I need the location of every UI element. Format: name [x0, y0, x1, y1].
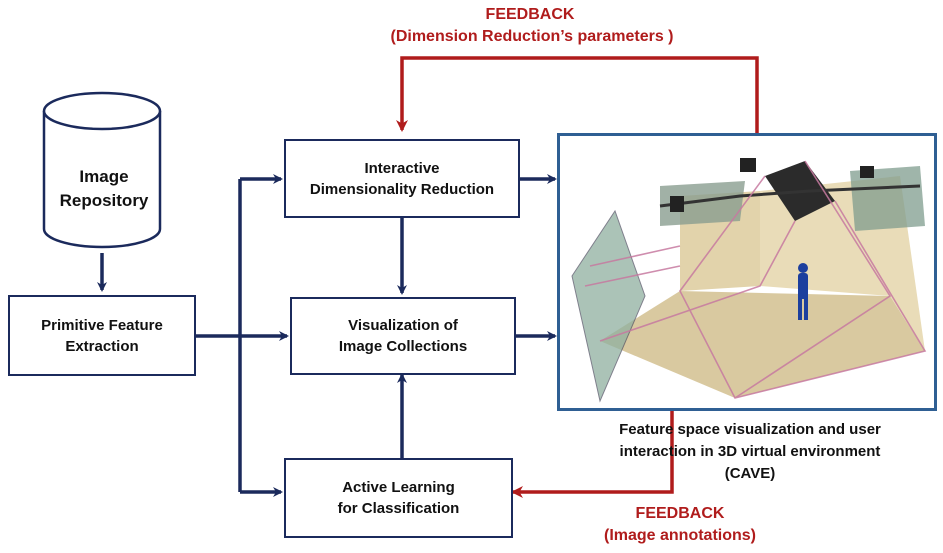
cave-caption-line2: interaction in 3D virtual environment [619, 443, 881, 460]
cave-caption-line1: Feature space visualization and user [619, 421, 881, 438]
feedback-top-subtitle: (Dimension Reduction’s parameters ) [390, 28, 674, 45]
interactive-dimensionality-reduction-box: Interactive Dimensionality Reduction [284, 139, 520, 218]
image-repository-line2: Repository [59, 191, 149, 210]
cave-caption-line3: (CAVE) [724, 465, 776, 482]
image-repository-label: Image Repository [42, 165, 166, 213]
visualization-line2: Image Collections [338, 338, 468, 355]
active-line1: Active Learning [342, 479, 455, 496]
visualization-line1: Visualization of [348, 317, 458, 334]
image-repository-cylinder [42, 91, 162, 249]
feedback-bottom-title: FEEDBACK [635, 505, 725, 522]
cave-illustration [557, 133, 937, 411]
visualization-box: Visualization of Image Collections [290, 297, 516, 375]
feedback-top-loop [396, 56, 759, 133]
active-line2: for Classification [337, 500, 460, 517]
feedback-bottom-loop [511, 411, 674, 498]
primitive-line2: Extraction [65, 337, 139, 355]
cave-caption: Feature space visualization and user int… [580, 419, 920, 485]
interactive-line2: Dimensionality Reduction [309, 180, 495, 198]
interactive-line1: Interactive [364, 159, 440, 177]
primitive-line1: Primitive Feature [41, 316, 163, 334]
feedback-top-title: FEEDBACK [485, 6, 575, 23]
image-repository-line1: Image [79, 167, 129, 186]
active-learning-box: Active Learning for Classification [284, 458, 513, 538]
primitive-feature-extraction-box: Primitive Feature Extraction [8, 295, 196, 376]
feedback-bottom-subtitle: (Image annotations) [603, 527, 756, 544]
